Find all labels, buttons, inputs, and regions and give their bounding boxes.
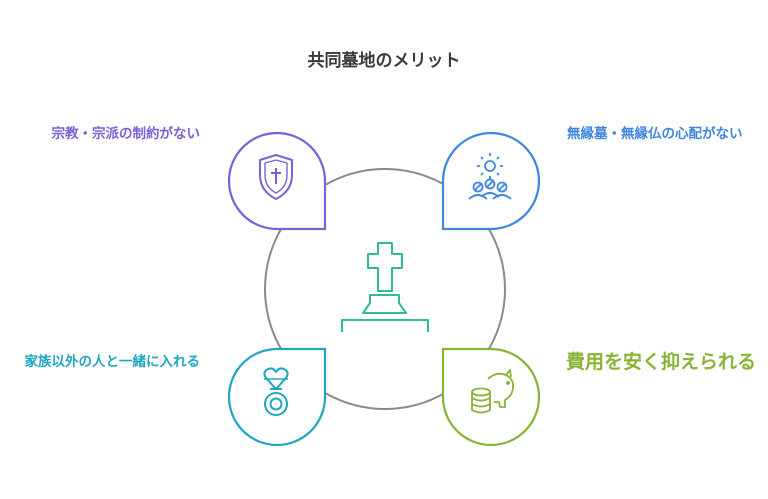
central-ring — [264, 168, 506, 410]
benefit-label-unattended-grave: 無縁墓・無縁仏の心配がない — [567, 126, 743, 142]
benefit-node-unattended-grave — [441, 131, 541, 231]
benefit-node-low-cost — [441, 347, 541, 447]
grave-cross-icon — [341, 242, 429, 332]
benefit-node-religion — [227, 131, 327, 231]
benefit-label-low-cost: 費用を安く抑えられる — [566, 351, 757, 373]
benefit-label-non-family: 家族以外の人と一緒に入れる — [24, 354, 201, 370]
diagram-title: 共同墓地のメリット — [307, 51, 461, 71]
piggy-bank-coins-icon — [471, 369, 515, 414]
shield-cross-icon — [259, 154, 293, 200]
benefit-node-non-family — [227, 347, 327, 447]
heart-ring-icon — [263, 367, 289, 416]
benefit-label-religion: 宗教・宗派の制約がない — [51, 126, 201, 142]
people-network-icon — [468, 153, 512, 200]
